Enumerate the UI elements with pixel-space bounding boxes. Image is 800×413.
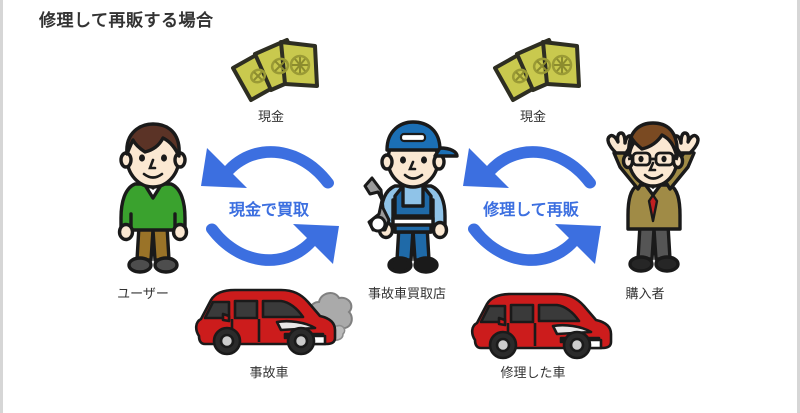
page-title: 修理して再販する場合 (39, 11, 214, 30)
left-flow-label: 現金で買取 (228, 202, 309, 219)
actor-buyer-icon (600, 117, 706, 284)
wrench-icon (363, 176, 391, 233)
actor-user-label: ユーザー (117, 286, 169, 301)
cash-right-label: 現金 (519, 109, 547, 124)
actor-buyer-label: 購入者 (625, 286, 665, 301)
cash-left-icon (225, 28, 325, 111)
cash-right-icon (487, 28, 587, 111)
actor-user-icon (101, 122, 205, 285)
actor-shop-label: 事故車買取店 (367, 286, 447, 301)
right-flow-label: 修理して再販 (483, 202, 579, 219)
damaged-car-label: 事故車 (249, 365, 289, 380)
repaired-car-label: 修理した車 (500, 365, 566, 380)
damaged-car-icon (189, 286, 359, 365)
cash-left-label: 現金 (257, 109, 285, 124)
right-cycle-arrows (447, 128, 617, 288)
repaired-car-icon (465, 290, 621, 365)
actor-shop-icon (361, 120, 465, 285)
left-cycle-arrows (185, 128, 355, 288)
